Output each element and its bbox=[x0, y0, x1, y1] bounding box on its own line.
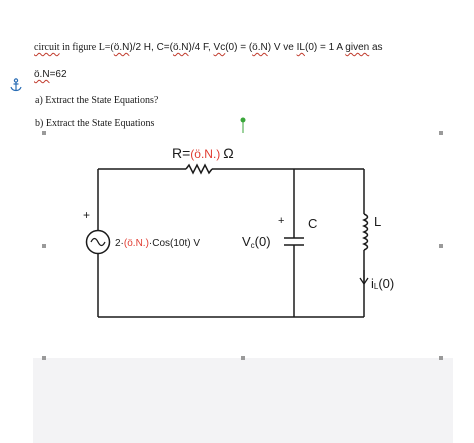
capacitor-label: C bbox=[308, 216, 317, 231]
resize-handle-top-right[interactable] bbox=[439, 131, 443, 135]
inductor-coil bbox=[362, 213, 369, 251]
source-label: 2·(ö.N.)·Cos(10t) V bbox=[115, 238, 200, 249]
vc-label-sub: c bbox=[251, 241, 255, 250]
problem-text: (0) = 1 A bbox=[304, 42, 346, 53]
resistor-value: (ö.N.) bbox=[190, 147, 220, 161]
resize-handle-bottom-center[interactable] bbox=[241, 356, 245, 360]
resize-handle-bottom-left[interactable] bbox=[42, 356, 46, 360]
problem-text: )/2 H, C=( bbox=[129, 42, 173, 53]
question-b[interactable]: b) Extract the State Equations bbox=[35, 118, 155, 129]
problem-text: )/4 F, bbox=[188, 42, 214, 53]
problem-text: (0) = ( bbox=[225, 42, 253, 53]
il-label: iL(0) bbox=[371, 276, 394, 291]
student-number-value: =62 bbox=[49, 69, 67, 80]
student-number-line[interactable]: ö.N=62 bbox=[34, 69, 67, 81]
inductor-label: L bbox=[374, 214, 381, 229]
resize-handle-bottom-right[interactable] bbox=[439, 356, 443, 360]
source-value: (ö.N.) bbox=[124, 238, 149, 249]
student-number-token: ö.N bbox=[172, 42, 189, 53]
resistor-symbol bbox=[185, 163, 213, 175]
word-circuit: circuit bbox=[34, 42, 60, 53]
student-number-token: ö.N bbox=[252, 42, 268, 53]
resize-handle-middle-left[interactable] bbox=[42, 244, 46, 248]
il-label-end: (0) bbox=[378, 276, 394, 291]
capacitor-plus-sign: + bbox=[278, 215, 284, 227]
il-label-main: i bbox=[371, 276, 374, 291]
ac-source-icon bbox=[85, 229, 111, 255]
resistor-label: R=(ö.N.)Ω bbox=[172, 145, 234, 161]
vc-label: Vc(0) bbox=[242, 234, 271, 250]
resize-handle-middle-right[interactable] bbox=[439, 244, 443, 248]
current-arrow bbox=[359, 270, 369, 286]
rotate-handle-icon[interactable] bbox=[240, 117, 246, 133]
circuit-wires bbox=[97, 163, 369, 318]
problem-text: in figure L=( bbox=[59, 42, 114, 53]
problem-text: ) V ve bbox=[267, 42, 297, 53]
source-coef: 2· bbox=[115, 238, 124, 249]
vc-token: Vc bbox=[213, 42, 226, 53]
resize-handle-top-left[interactable] bbox=[42, 131, 46, 135]
source-expr: ·Cos(10t) V bbox=[149, 238, 200, 249]
anchor-icon[interactable] bbox=[9, 78, 23, 92]
il-label-sub: L bbox=[374, 282, 379, 291]
il-token: IL bbox=[296, 42, 305, 53]
problem-statement-line[interactable]: circuit in figure L=(ö.N)/2 H, C=(ö.N)/4… bbox=[34, 42, 383, 54]
student-number-token: ö.N bbox=[113, 42, 130, 53]
word-given: given bbox=[345, 42, 370, 53]
vc-label-main: V bbox=[242, 234, 251, 249]
question-a[interactable]: a) Extract the State Equations? bbox=[35, 95, 159, 106]
student-number-token: ö.N bbox=[34, 69, 50, 80]
empty-paragraph-area[interactable] bbox=[33, 358, 453, 443]
resistor-unit: Ω bbox=[223, 145, 233, 161]
vc-label-end: (0) bbox=[255, 234, 271, 249]
resistor-label-prefix: R= bbox=[172, 145, 190, 161]
problem-text: as bbox=[369, 42, 383, 53]
source-plus-sign: + bbox=[83, 208, 90, 222]
